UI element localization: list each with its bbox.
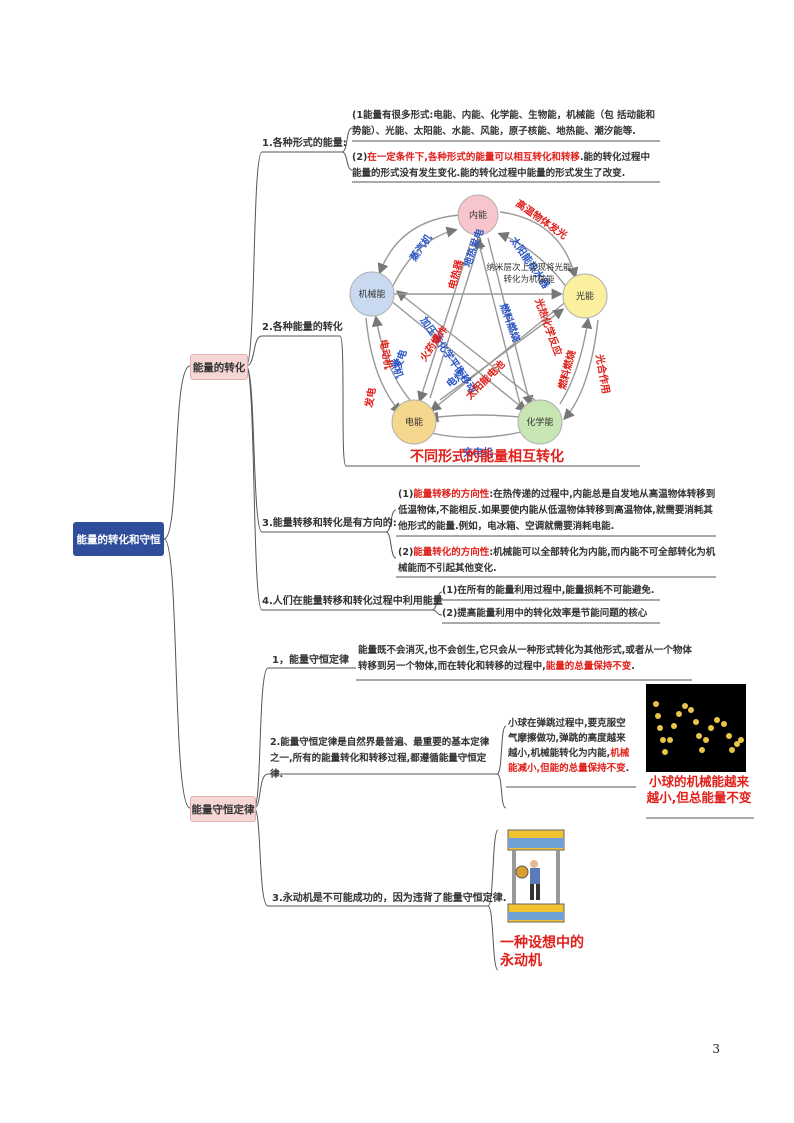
leaf-conversion-direction: (2)能量转化的方向性:机械能可以全部转化为内能,而内能不可全部转化为机械能而不… — [398, 547, 716, 574]
node-energy-transforms: 2.各种能量的转化 — [262, 322, 343, 333]
node-conservation-law: 1，能量守恒定律 — [272, 655, 349, 666]
leaf-bouncing-ball: 小球在弹跳过程中,要克服空气摩擦做功,弹跳的高度越来越小,机械能转化为内能,机械… — [508, 718, 630, 774]
leaf-energy-loss: (1)在所有的能量利用过程中,能量损耗不可能避免. — [442, 585, 655, 596]
leaf-energy-forms-1: (1能量有很多形式:电能、内能、化学能、生物能，机械能（包 括动能和势能）、光能… — [352, 110, 656, 137]
bouncing-ball-image — [646, 684, 746, 772]
bouncing-ball-caption: 小球的机械能越来越小,但总能量不变 — [646, 774, 752, 805]
leaf-efficiency: (2)提高能量利用中的转化效率是节能问题的核心 — [442, 608, 648, 619]
leaf-conservation-law: 能量既不会消灭,也不会创生,它只会从一种形式转化为其他形式,或者从一个物体转移到… — [358, 645, 692, 672]
branch-conservation-law: 能量守恒定律 — [190, 796, 256, 822]
diagram-center-note: 纳米层次上实现将光能转化为机械能 — [486, 263, 572, 285]
page-number: 3 — [712, 1042, 720, 1056]
branch-energy-conversion: 能量的转化 — [190, 354, 248, 380]
node-energy-forms: 1.各种形式的能量: — [262, 138, 347, 149]
node-perpetual-motion: 3.永动机是不可能成功的，因为违背了能量守恒定律. — [272, 893, 507, 904]
node-energy-use: 4.人们在能量转移和转化过程中利用能量 — [262, 596, 443, 607]
perpetual-motion-image — [502, 826, 570, 926]
node-direction: 3.能量转移和转化是有方向的: — [262, 518, 397, 529]
root-topic: 能量的转化和守恒 — [73, 522, 164, 556]
perpetual-motion-caption: 一种设想中的永动机 — [500, 935, 584, 969]
leaf-transfer-direction: (1)能量转移的方向性:在热传递的过程中,内能总是自发地从高温物体转移到低温物体… — [398, 489, 716, 532]
node-universal-law: 2.能量守恒定律是自然界最普遍、最重要的基本定律之一,所有的能量转化和转移过程,… — [270, 737, 490, 780]
leaf-energy-forms-2: (2)在一定条件下,各种形式的能量可以相互转化和转移.能的转化过程中能量的形式没… — [352, 152, 651, 179]
diagram-caption: 不同形式的能量相互转化 — [410, 449, 564, 465]
